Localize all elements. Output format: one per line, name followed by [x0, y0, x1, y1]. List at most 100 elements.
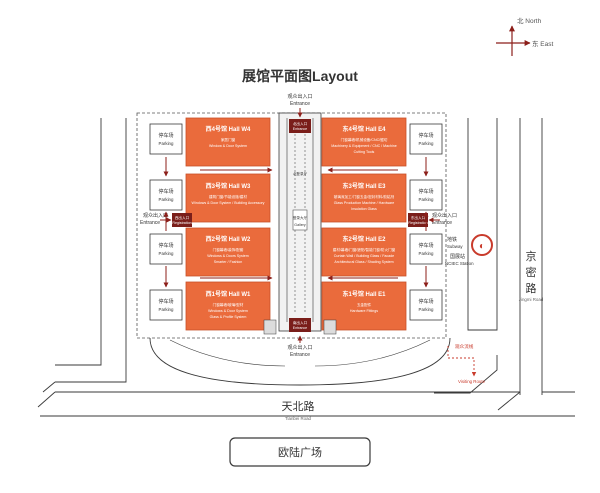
parking-w4[interactable] — [149, 123, 183, 155]
hall-e2-title: 东2号馆 Hall E2 — [342, 235, 386, 243]
hall-w1[interactable] — [185, 281, 271, 331]
subway-icon[interactable] — [471, 234, 493, 256]
parking-e3-en: Parking — [419, 197, 434, 202]
entrance-south-en: Entrance — [290, 352, 310, 358]
compass-east-label: 东 East — [532, 39, 554, 48]
road-line-east-block — [467, 118, 498, 331]
north-hall-entrance-en: Entrance — [293, 127, 307, 131]
road-line-se-link — [497, 391, 521, 411]
parking-e2-zh: 停车场 — [418, 242, 433, 249]
hall-w2-title: 西2号馆 Hall W2 — [206, 235, 251, 243]
west-hall-entrance-zh: 西出入口 — [175, 215, 190, 220]
dashed-outer-loop — [136, 112, 447, 339]
europa-plaza-box[interactable] — [229, 437, 371, 467]
compass-north-label: 北 North — [517, 17, 542, 25]
entrance-west-en: Entrance — [140, 220, 160, 226]
hall-w2-line3: Smarter / Fashion — [214, 260, 243, 264]
visiting-route-en: Visiting Route — [458, 379, 486, 384]
road-line-east-curve — [434, 355, 498, 394]
hall-e4[interactable] — [321, 117, 407, 167]
parking-w1[interactable] — [149, 289, 183, 321]
subway-station: ◐ 地铁 Subway 国展站 NCIEC Station — [445, 234, 493, 266]
jingmi-road-char-1: 京 — [526, 249, 537, 263]
flow-arrows — [163, 157, 429, 288]
hall-w4[interactable] — [185, 117, 271, 167]
corridor-zh-label: 登录大厅 — [293, 215, 308, 220]
hall-e2[interactable] — [321, 227, 407, 277]
subway-icon-glyph: ◐ — [479, 241, 485, 252]
north-hall-entrance-zh: 北出入口 — [293, 121, 308, 126]
corridor-gallery-box — [292, 209, 308, 231]
hall-e3-line2: Glass Production Machine / Hardware — [334, 201, 395, 205]
west-hall-entrance[interactable] — [172, 213, 192, 227]
corridor-top-label: 北登录厅 — [293, 171, 308, 176]
hall-e2-line1: 建材/幕墙/门窗/遮阳/智能门窗/防火门窗 — [333, 247, 396, 252]
visiting-route-legend: 观众流线 Visiting Route — [447, 343, 486, 384]
parking-lots: 停车场 Parking 停车场 Parking 停车场 Parking 停车场 … — [149, 123, 443, 321]
hall-w2-line1: 门窗幕墙/装饰/配套 — [213, 247, 244, 252]
parking-w4-en: Parking — [159, 141, 174, 146]
entrance-north-zh: 观众出入口 — [287, 93, 312, 100]
hall-entrance-markers: 北出入口 Entrance 南出入口 Entrance 西出入口 Registr… — [172, 119, 428, 335]
south-gate-left — [263, 319, 277, 335]
parking-w4-zh: 停车场 — [158, 132, 173, 139]
parking-e4[interactable] — [409, 123, 443, 155]
parking-w2[interactable] — [149, 233, 183, 265]
hall-e1-line2: Hardware Fittings — [350, 309, 378, 313]
south-hall-entrance-zh: 南出入口 — [293, 320, 308, 325]
hall-w4-line1: 家居门窗 — [221, 137, 236, 142]
jingmi-road-en: Jingmi Road — [519, 297, 544, 302]
hall-w4-title: 西4号馆 Hall W4 — [206, 125, 251, 133]
jingmi-road-char-3: 路 — [526, 282, 537, 295]
west-halls: 西4号馆 Hall W4 家居门窗 Window & Door System 西… — [185, 117, 271, 331]
corridor-gallery-label: Gallery — [294, 223, 306, 227]
subway-station-zh: 国展站 — [450, 253, 465, 260]
parking-e4-zh: 停车场 — [418, 132, 433, 139]
parking-w3-en: Parking — [159, 197, 174, 202]
west-hall-entrance-en: Registration — [172, 221, 191, 225]
hall-w3-title: 西3号馆 Hall W3 — [206, 182, 251, 190]
visiting-route-arrow — [447, 346, 477, 377]
south-oval-plaza — [149, 337, 451, 386]
parking-e3-zh: 停车场 — [418, 188, 433, 195]
map-title: 展馆平面图Layout — [242, 68, 358, 84]
europa-plaza-label: 欧陆广场 — [278, 445, 322, 459]
hall-e1-title: 东1号馆 Hall E1 — [342, 290, 386, 298]
north-hall-entrance[interactable] — [289, 119, 311, 133]
parking-w1-zh: 停车场 — [158, 298, 173, 305]
hall-w1-line2: Windows & Door System — [208, 309, 248, 313]
east-hall-entrance[interactable] — [408, 213, 428, 227]
hall-w2[interactable] — [185, 227, 271, 277]
parking-w3[interactable] — [149, 179, 183, 211]
entrance-south-zh: 观众出入口 — [287, 344, 312, 351]
hall-w1-title: 西1号馆 Hall W1 — [206, 290, 251, 298]
hall-e1-line1: 五金配件 — [357, 302, 372, 307]
south-gate-right — [323, 319, 337, 335]
parking-e1[interactable] — [409, 289, 443, 321]
hall-e3-title: 东3号馆 Hall E3 — [342, 182, 386, 190]
south-hall-entrance[interactable] — [289, 318, 311, 332]
hall-e3-line1: 玻璃深加工/门窗五金/密封材料/胶粘剂 — [334, 194, 395, 199]
parking-e2[interactable] — [409, 233, 443, 265]
parking-w3-zh: 停车场 — [158, 188, 173, 195]
hall-e2-line3: Architectural Glass / Shading System — [334, 260, 393, 264]
east-halls: 东4号馆 Hall E4 门窗幕墙/机械设备/CNC/锯切 Machinery … — [321, 117, 407, 331]
hall-w4-line2: Window & Door System — [209, 144, 247, 148]
south-hall-entrance-en: Entrance — [293, 326, 307, 330]
parking-e2-en: Parking — [419, 251, 434, 256]
parking-e3[interactable] — [409, 179, 443, 211]
hall-w3[interactable] — [185, 173, 271, 223]
parking-w1-en: Parking — [159, 307, 174, 312]
visitor-entrances: 观众出入口 Entrance 观众出入口 Entrance 观众出入口 Entr… — [140, 93, 457, 358]
hall-e3[interactable] — [321, 173, 407, 223]
tianbei-road-en: Tianbei Road — [285, 416, 312, 421]
dashed-perimeter — [136, 112, 447, 339]
parking-e1-zh: 停车场 — [418, 298, 433, 305]
hall-w1-line3: Glass & Profile System — [210, 315, 247, 319]
hall-e4-line1: 门窗幕墙/机械设备/CNC/锯切 — [341, 137, 388, 142]
hall-e4-line3: Cutting Tools — [354, 150, 375, 154]
south-oval-inner-left — [169, 339, 286, 367]
hall-w3-line2: Windows & Door System / Building Accesso… — [192, 201, 265, 205]
